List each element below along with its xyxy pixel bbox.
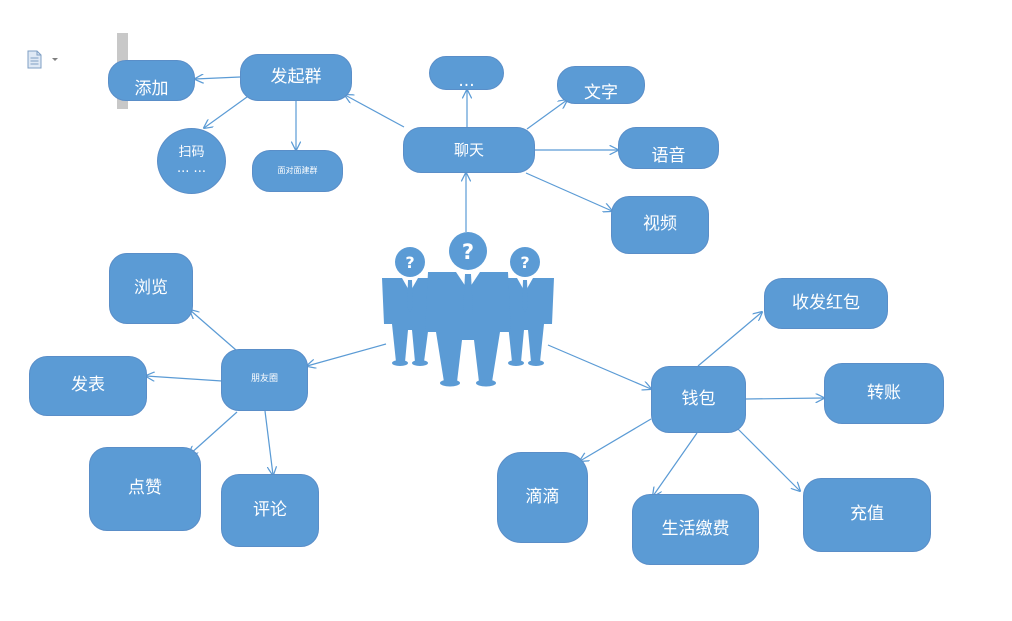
node-top-label: ...: [458, 71, 475, 90]
node-top[interactable]: ...: [429, 56, 504, 90]
node-text-label: 文字: [584, 83, 618, 104]
node-face-group[interactable]: 面对面建群: [252, 150, 343, 192]
arrow-center-moments: [307, 343, 387, 366]
node-wallet[interactable]: 钱包: [651, 366, 746, 433]
node-moments[interactable]: 朋友圈: [221, 349, 308, 411]
node-add[interactable]: 添加: [108, 60, 195, 101]
node-voice[interactable]: 语音: [618, 127, 719, 169]
business-people-question-icon: ? ? ?: [382, 232, 554, 387]
svg-text:?: ?: [462, 240, 474, 264]
node-comment[interactable]: 评论: [221, 474, 319, 547]
node-didi[interactable]: 滴滴: [497, 452, 588, 543]
arrow-moments-like: [189, 411, 238, 455]
svg-text:?: ?: [405, 253, 414, 272]
arrow-moments-browse: [190, 310, 237, 351]
node-like[interactable]: 点赞: [89, 447, 201, 531]
arrow-wallet-didi: [580, 418, 652, 461]
node-transfer[interactable]: 转账: [824, 363, 944, 424]
arrow-wallet-recharge: [736, 427, 800, 491]
arrow-wallet-transfer: [745, 398, 824, 399]
node-text[interactable]: 文字: [557, 66, 645, 104]
svg-text:?: ?: [520, 253, 529, 272]
node-red-packet[interactable]: 收发红包: [764, 278, 888, 329]
arrow-chat-video: [525, 172, 612, 211]
arrow-chat-group: [345, 95, 405, 128]
node-add-label: 添加: [134, 78, 169, 99]
document-icon[interactable]: [26, 50, 60, 70]
arrow-moments-comment: [264, 410, 273, 475]
arrow-group-add: [195, 77, 241, 79]
arrow-center-wallet: [547, 344, 651, 389]
arrow-chat-text: [526, 100, 567, 130]
node-publish[interactable]: 发表: [29, 356, 147, 416]
arrow-group-scan: [204, 96, 248, 128]
node-recharge[interactable]: 充值: [803, 478, 931, 552]
node-bills[interactable]: 生活缴费: [632, 494, 759, 565]
node-browse[interactable]: 浏览: [109, 253, 193, 324]
arrow-wallet-redpacket: [697, 312, 762, 367]
arrow-moments-publish: [146, 376, 223, 382]
node-group[interactable]: 发起群: [240, 54, 352, 101]
chevron-down-icon: [52, 58, 58, 61]
node-video[interactable]: 视频: [611, 196, 709, 254]
node-voice-label: 语音: [651, 146, 686, 167]
node-chat[interactable]: 聊天: [403, 127, 535, 173]
arrow-wallet-bills: [653, 432, 698, 496]
node-scan[interactable]: 扫码 ... ...: [157, 128, 226, 194]
